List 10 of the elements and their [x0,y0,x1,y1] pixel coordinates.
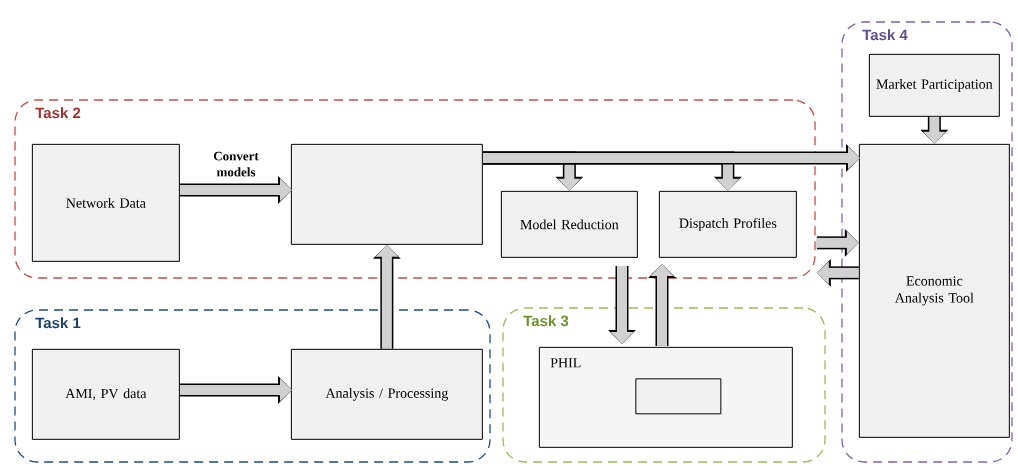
process-box: Dispatch Profiles [658,190,797,258]
process-box [290,143,483,245]
process-box: Network Data [31,143,180,262]
process-box: Analysis / Processing [290,348,483,440]
process-box: AMI, PV data [31,348,180,440]
process-box: Model Reduction [500,190,638,258]
edge-label: Convert models [213,151,259,177]
process-box: Market Participation [868,53,1000,117]
process-box: Economic Analysis Tool [858,143,1010,438]
process-box [635,378,722,415]
